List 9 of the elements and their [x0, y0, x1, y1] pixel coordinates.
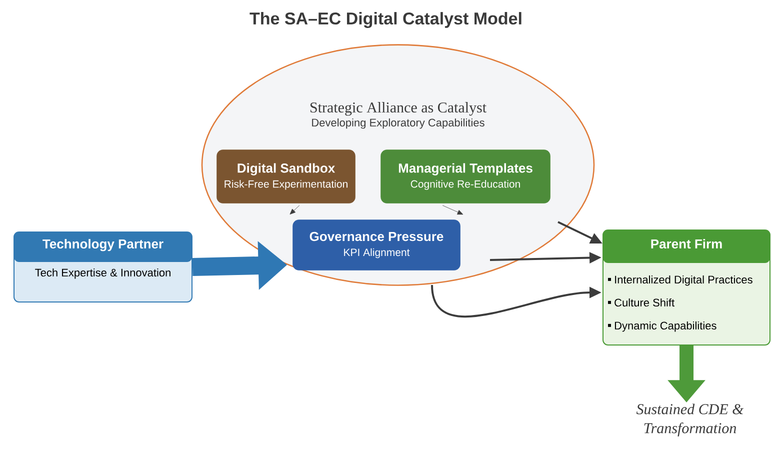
outcome-text: Sustained CDE & Transformation [636, 404, 744, 436]
arrow [442, 205, 464, 215]
firm-box: Parent Firm Internalized Digital Practices Culture Shift Dynamic Capabilities [602, 230, 770, 346]
process-box: Digital Sandbox Risk-Free Experimentation [216, 150, 356, 204]
process-box: Governance Pressure KPI Alignment [292, 220, 460, 270]
process-box: Managerial Templates Cognitive Re-Education [380, 150, 550, 204]
title: The SA–EC Digital Catalyst Model [250, 12, 522, 28]
partner-box: Technology Partner Tech Expertise & Innovation [14, 232, 192, 302]
arrow [290, 205, 300, 214]
